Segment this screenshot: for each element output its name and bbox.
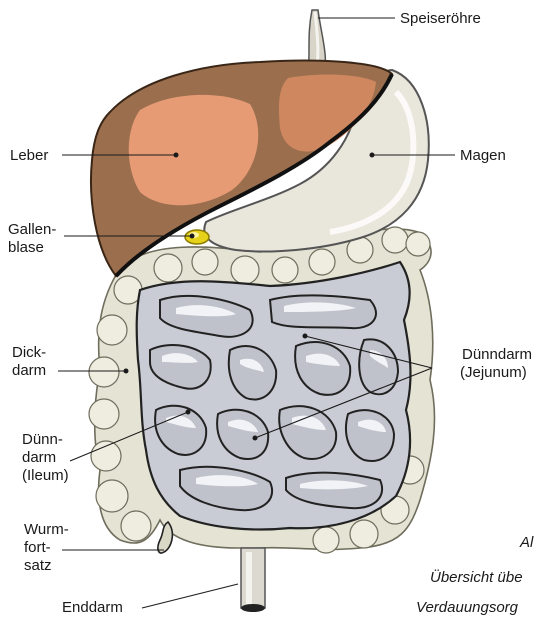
label-ileum-line1: Dünn-	[22, 431, 63, 448]
label-dickdarm-line2: darm	[12, 362, 46, 379]
caption-line2: Übersicht übe	[430, 568, 523, 586]
dot-ileum	[186, 410, 191, 415]
label-wurmfortsatz-line2: fort-	[24, 539, 51, 556]
dot-leber	[174, 153, 179, 158]
label-leber: Leber	[10, 147, 48, 164]
appendix	[158, 522, 172, 553]
label-wurmfortsatz-line3: satz	[24, 557, 52, 574]
label-speiseroehre: Speiseröhre	[400, 10, 481, 27]
caption-line3: Verdauungsorg	[416, 599, 519, 616]
dot-jejunum-1	[303, 334, 308, 339]
small-intestine	[137, 262, 411, 530]
gallbladder	[185, 230, 209, 244]
label-ileum-line2: darm	[22, 449, 56, 466]
leader-enddarm	[142, 584, 238, 608]
label-gallenblase-line1: Gallen-	[8, 221, 56, 238]
dot-magen	[370, 153, 375, 158]
dot-dickdarm	[124, 369, 129, 374]
label-magen: Magen	[460, 147, 506, 164]
dot-gallenblase	[190, 234, 195, 239]
label-gallenblase-line2: blase	[8, 239, 44, 256]
label-jejunum-line1: Dünndarm	[462, 346, 532, 363]
label-wurmfortsatz-line1: Wurm-	[24, 521, 69, 538]
label-jejunum-line2: (Jejunum)	[460, 364, 527, 381]
rectum	[241, 548, 265, 612]
label-dickdarm-line1: Dick-	[12, 344, 46, 361]
dot-jejunum-2	[253, 436, 258, 441]
label-ileum-line3: (Ileum)	[22, 467, 69, 484]
caption-line1: Al	[519, 534, 534, 551]
label-enddarm: Enddarm	[62, 599, 123, 616]
